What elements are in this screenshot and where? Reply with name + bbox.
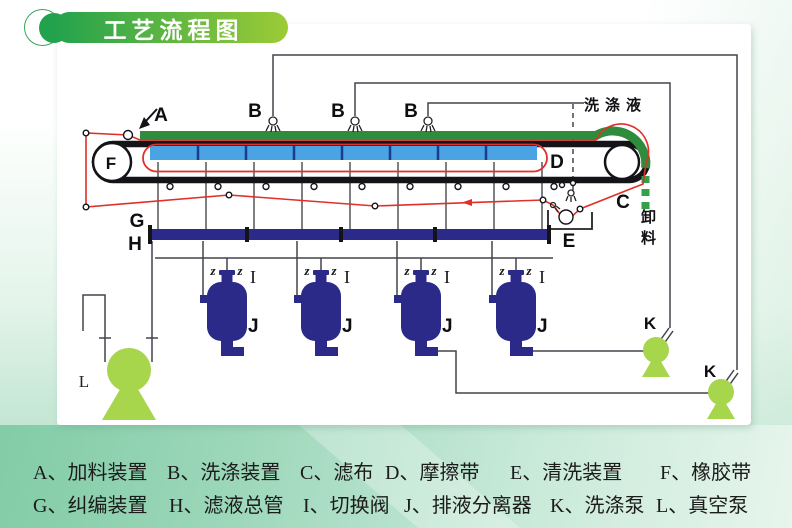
wash-pipe-1: [272, 54, 738, 370]
wash-pipe-3: [427, 102, 584, 116]
pipe-vacuum-branch: [82, 294, 106, 362]
diagram-panel: [57, 24, 751, 425]
filtrate-manifold: [148, 225, 551, 244]
spray-nozzle-b2: [347, 116, 363, 133]
separator-j1: [200, 270, 247, 356]
background-bottom-band: [0, 425, 792, 528]
z-valve: z: [330, 263, 337, 278]
z-valve: z: [303, 263, 310, 278]
cloth-direction-arrow: [462, 199, 472, 206]
label-j2: J: [342, 316, 353, 337]
vacuum-pump-l: [102, 348, 156, 420]
legend-item-k: K、洗涤泵: [550, 495, 645, 517]
suction-lines: [157, 162, 543, 232]
wash-pump-k2: [707, 369, 739, 419]
lower-piping: [82, 241, 709, 394]
cake-dividers: [196, 146, 488, 160]
separator-j4: [489, 270, 536, 356]
legend-item-l: L、真空泵: [656, 495, 749, 517]
spray-nozzle-b1: [265, 116, 281, 133]
label-f: F: [106, 154, 116, 173]
switch-valve: I: [444, 267, 450, 287]
z-valve: z: [430, 263, 437, 278]
legend-item-i: I、切换阀: [303, 495, 390, 517]
label-b3: B: [404, 101, 418, 122]
legend-item-h: H、滤液总管: [169, 495, 284, 517]
label-k1: K: [644, 314, 657, 333]
wash-piping: [272, 54, 738, 370]
label-k2: K: [704, 362, 717, 381]
switch-valve: I: [539, 267, 545, 287]
switch-valve: I: [344, 267, 350, 287]
label-h: H: [128, 234, 142, 255]
label-l: L: [79, 372, 89, 391]
wash-pipe-2: [354, 82, 671, 328]
z-valve: z: [209, 263, 216, 278]
page-title: 工艺流程图: [103, 16, 244, 43]
wash-liquid-label: 洗涤液: [584, 97, 648, 114]
belt-rollers: [166, 179, 577, 191]
cloth-wash-device: [547, 189, 593, 230]
wash-nozzle-e: [549, 201, 561, 213]
feed-arrow: [139, 108, 158, 129]
label-b2: B: [331, 101, 345, 122]
label-g: G: [130, 211, 145, 232]
friction-belt-loop: [142, 143, 548, 173]
label-d: D: [550, 152, 564, 173]
discharge-label: 卸料: [639, 209, 656, 251]
legend-item-j: J、排液分离器: [404, 495, 532, 517]
label-e: E: [563, 231, 576, 252]
label-b1: B: [248, 101, 262, 122]
pipe-j3-to-k2: [438, 350, 709, 394]
pulley-left: [91, 141, 133, 183]
pulley-right: [603, 143, 641, 181]
legend-item-b: B、洗涤装置: [167, 462, 281, 484]
separator-j3: [394, 270, 441, 356]
label-j3: J: [442, 316, 453, 337]
label-a: A: [154, 105, 168, 126]
title-banner: 工艺流程图: [54, 12, 288, 43]
z-valve: z: [525, 263, 532, 278]
separator-j2: [294, 270, 341, 356]
spray-nozzle-dashed: [565, 189, 577, 202]
switch-valve: I: [250, 267, 256, 287]
wash-pump-k1: [642, 327, 674, 377]
label-c: C: [616, 192, 630, 213]
background-left-wedge: [0, 120, 57, 425]
cloth-rollers: [82, 129, 584, 213]
filter-cake: [150, 146, 537, 160]
z-valve: z: [498, 263, 505, 278]
legend-item-a: A、加料装置: [33, 462, 148, 484]
separator-valves: z z I z z I z z I z z I: [209, 263, 545, 287]
z-valve: z: [236, 263, 243, 278]
label-j1: J: [248, 316, 259, 337]
legend-item-f: F、橡胶带: [660, 462, 752, 484]
label-j4: J: [537, 316, 548, 337]
filter-cloth: [82, 123, 650, 224]
legend-item-g: G、纠编装置: [33, 495, 148, 517]
legend-item-d: D、摩擦带: [385, 462, 480, 484]
legend-item-e: E、清洗装置: [510, 462, 623, 484]
spray-nozzle-b3: [420, 116, 436, 133]
z-valve: z: [403, 263, 410, 278]
legend-item-c: C、滤布: [300, 462, 374, 484]
